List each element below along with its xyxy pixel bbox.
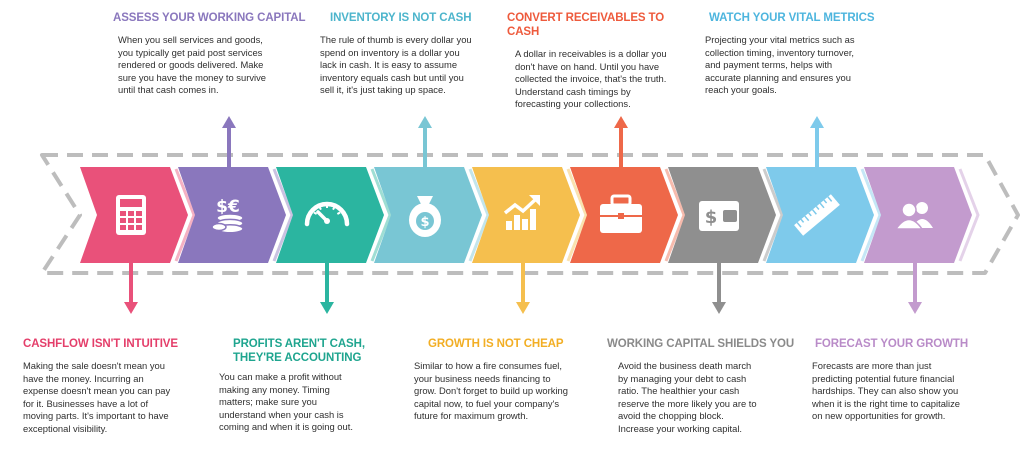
callout-title: ASSESS YOUR WORKING CAPITAL bbox=[113, 12, 306, 24]
callout-body: When you sell services and goods, you ty… bbox=[118, 34, 266, 96]
callout-inventory-not-cash: INVENTORY IS NOT CASH The rule of thumb … bbox=[320, 11, 490, 97]
callout-title: WORKING CAPITAL SHIELDS YOU bbox=[607, 338, 795, 350]
callout-watch-vital-metrics: WATCH YOUR VITAL METRICS Projecting your… bbox=[705, 11, 899, 97]
step-4: $ bbox=[374, 167, 490, 263]
callout-cashflow-not-intuitive: CASHFLOW ISN'T INTUITIVE Making the sale… bbox=[23, 337, 198, 436]
callout-title: FORECAST YOUR GROWTH bbox=[815, 338, 969, 350]
callout-body: Making the sale doesn't mean you have th… bbox=[23, 360, 171, 434]
callout-title: CASHFLOW ISN'T INTUITIVE bbox=[23, 338, 178, 350]
step-7: $ bbox=[668, 167, 784, 263]
step-echo-stroke bbox=[174, 168, 196, 262]
step-2: $€ bbox=[178, 167, 294, 263]
callout-growth-not-cheap: GROWTH IS NOT CHEAP Similar to how a fir… bbox=[414, 337, 598, 423]
callout-title: INVENTORY IS NOT CASH bbox=[330, 12, 472, 24]
steps-layer: $€ $ $ bbox=[80, 167, 980, 263]
step-echo-stroke bbox=[272, 168, 294, 262]
callout-title: WATCH YOUR VITAL METRICS bbox=[709, 12, 875, 24]
users-icon bbox=[894, 202, 933, 230]
step-chevron bbox=[276, 167, 384, 263]
callout-body: A dollar in receivables is a dollar you … bbox=[515, 48, 667, 110]
callout-working-capital-shields: WORKING CAPITAL SHIELDS YOU Avoid the bu… bbox=[607, 337, 797, 436]
connector-arrow-7 bbox=[712, 258, 726, 314]
callout-body: You can make a profit without making any… bbox=[219, 371, 353, 433]
money-bag-icon: $ bbox=[409, 196, 441, 237]
callout-title: CONVERT RECEIVABLES TO CASH bbox=[507, 12, 665, 38]
connector-arrow-4 bbox=[418, 116, 432, 172]
step-3 bbox=[276, 167, 392, 263]
callout-body: Projecting your vital metrics such as co… bbox=[705, 34, 855, 96]
step-8 bbox=[766, 167, 882, 263]
callout-forecast-growth: FORECAST YOUR GROWTH Forecasts are more … bbox=[812, 337, 985, 423]
callout-title: PROFITS AREN'T CASH, THEY'RE ACCOUNTING bbox=[233, 338, 365, 364]
callout-body: Avoid the business death march by managi… bbox=[618, 360, 757, 434]
connector-arrow-1 bbox=[124, 258, 138, 314]
step-echo-stroke bbox=[566, 168, 588, 262]
step-echo-stroke bbox=[762, 168, 784, 262]
callout-body: Forecasts are more than just predicting … bbox=[812, 360, 960, 422]
step-echo-stroke bbox=[370, 168, 392, 262]
connector-arrow-6 bbox=[614, 116, 628, 172]
connector-arrow-8 bbox=[810, 116, 824, 172]
briefcase-icon bbox=[600, 194, 642, 233]
callout-convert-receivables: CONVERT RECEIVABLES TO CASH A dollar in … bbox=[507, 11, 697, 111]
gauge-icon bbox=[304, 201, 350, 227]
callout-profits-not-cash: PROFITS AREN'T CASH, THEY'RE ACCOUNTING … bbox=[219, 337, 383, 434]
calculator-icon bbox=[116, 195, 146, 235]
dashed-outline-arrow bbox=[40, 153, 1020, 275]
wallet-icon: $ bbox=[699, 201, 739, 231]
svg-text:$: $ bbox=[420, 215, 429, 230]
connectors-layer bbox=[124, 116, 922, 314]
ruler-icon bbox=[794, 194, 840, 236]
svg-text:$€: $€ bbox=[216, 197, 240, 217]
connector-arrow-3 bbox=[320, 258, 334, 314]
step-echo-stroke bbox=[664, 168, 686, 262]
step-1 bbox=[80, 167, 196, 263]
step-echo-stroke bbox=[860, 168, 882, 262]
step-echo-stroke bbox=[958, 168, 980, 262]
step-chevron bbox=[472, 167, 580, 263]
step-chevron bbox=[864, 167, 972, 263]
svg-text:$: $ bbox=[705, 207, 718, 228]
step-echo-stroke bbox=[468, 168, 490, 262]
callout-body: Similar to how a fire consumes fuel, you… bbox=[414, 360, 568, 422]
connector-arrow-2 bbox=[222, 116, 236, 172]
connector-arrow-9 bbox=[908, 258, 922, 314]
step-5 bbox=[472, 167, 588, 263]
step-9 bbox=[864, 167, 980, 263]
callout-assess-working-capital: ASSESS YOUR WORKING CAPITAL When you sel… bbox=[113, 11, 313, 97]
coins-icon: $€ bbox=[211, 197, 244, 234]
growth-chart-icon bbox=[503, 195, 540, 230]
connector-arrow-5 bbox=[516, 258, 530, 314]
callout-title: GROWTH IS NOT CHEAP bbox=[428, 338, 564, 350]
step-6 bbox=[570, 167, 686, 263]
callout-body: The rule of thumb is every dollar you sp… bbox=[320, 34, 472, 96]
